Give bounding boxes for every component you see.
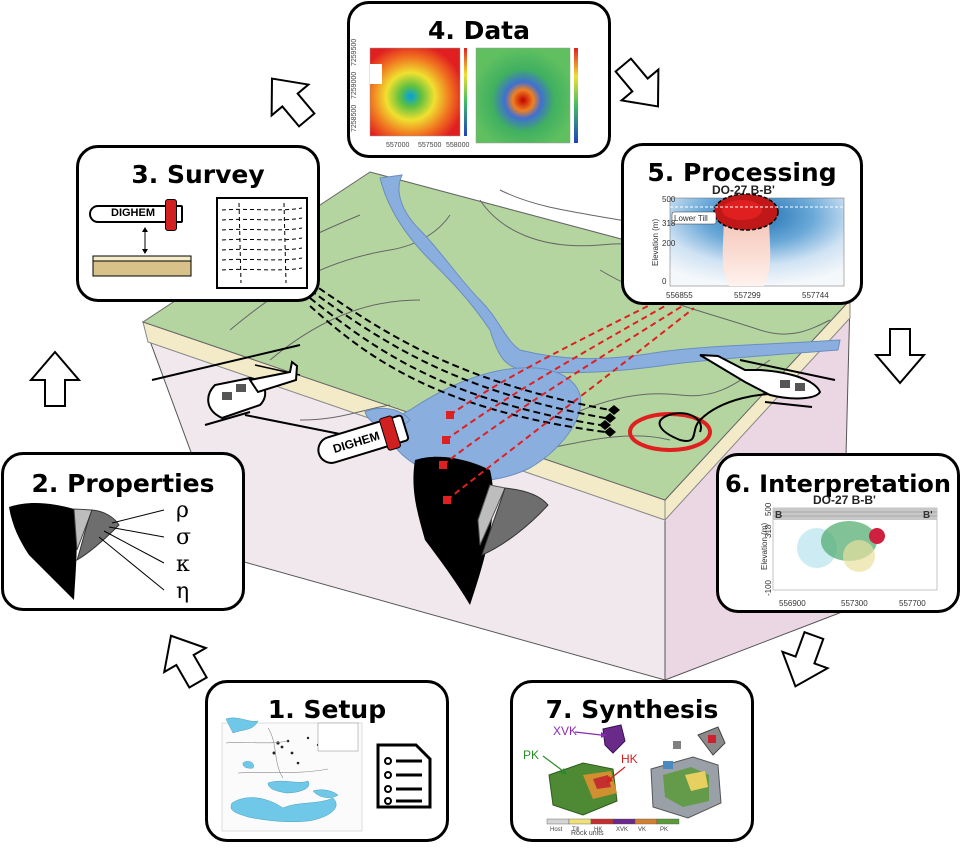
card-survey: 3. Survey DIGHEM [76,145,320,302]
processing-ytick: 500 [662,195,676,204]
interpretation-section-plot: DO-27 B-B' B B' Elevation (m) 500 318 -1… [760,493,938,608]
lower-till-label: Lower Till [674,214,708,223]
legend-swatch-vk [634,818,658,825]
survey-bird-label: DIGHEM [111,207,155,219]
legend-label-xvk: XVK [616,827,628,833]
left-ytick: 7258500 [351,105,358,132]
arrow-1-to-2 [162,634,209,689]
card-data: 4. Data 7259 [347,1,611,158]
processing-xtick: 556855 [666,291,693,300]
pk-label: PK [523,748,539,762]
legend-label-vk: VK [638,827,646,833]
properties-diagram: ρ σ κ η [9,498,191,604]
legend-label-hk: HK [594,827,602,833]
legend-label-pk: PK [660,827,668,833]
right-data-map [475,47,571,144]
kimberlite-pipe-light [477,484,506,546]
interpretation-xtick: 556900 [779,599,806,608]
section-markers [439,411,454,504]
processing-ytick: 318 [662,219,676,228]
legend-swatch-host [546,818,570,825]
card-setup: 1. Setup [205,680,449,842]
arrow-6-to-7 [780,630,830,688]
card-title-data: 4. Data [427,16,531,45]
survey-bird: DIGHEM [89,199,183,231]
setup-map [221,717,432,832]
card-interpretation: 6. Interpretation DO-27 B-B' B B' Elevat… [716,453,960,613]
section-end-label: B' [923,510,933,521]
legend-swatch-pk [656,818,680,825]
survey-bird-red-band [165,199,177,231]
card-title-synthesis: 7. Synthesis [545,695,719,724]
processing-section-lines [442,299,695,501]
processing-xtick: 557299 [734,291,761,300]
arrow-5-to-6 [873,328,927,385]
legend-swatch-hk [590,818,614,825]
section-start-label: B [775,510,782,521]
kimberlite-pipe-grey [481,487,549,556]
rock-units-title: Rock units [571,830,604,837]
card-synthesis: 7. Synthesis XVK PK HK H [510,680,754,842]
card-title-setup: 1. Setup [267,695,387,724]
card-title-properties: 2. Properties [31,469,215,498]
survey-diagram [92,197,308,289]
card-processing: 5. Processing DO-27 B-B' Lower Till Elev… [621,143,863,305]
processing-plot-title: DO-27 B-B' [712,183,775,197]
hk-label: HK [621,752,638,766]
interpretation-xtick: 557700 [899,599,926,608]
xvk-label: XVK [553,724,577,738]
left-xtick: 558000 [446,142,469,149]
tow-cable-right [658,392,801,442]
legend-label-till: Till [572,827,579,833]
interpretation-ylabel: Elevation (m) [760,523,769,570]
left-xtick: 557000 [386,142,409,149]
symbol-susceptibility: κ [176,552,190,577]
checklist-icon [376,743,432,809]
processing-ytick: 200 [662,239,676,248]
left-ytick: 7259000 [351,72,358,99]
symbol-conductivity: σ [176,525,191,550]
synthesis-3d-model: XVK PK HK Host Till HK XVK VK PK Rock units [523,724,726,837]
interpretation-plot-title: DO-27 B-B' [813,493,876,507]
legend-swatch-xvk [612,818,636,825]
flight-line-plan [216,197,308,289]
arrow-2-to-3 [28,350,82,407]
left-data-map [369,47,461,137]
river [379,174,841,374]
card-title-processing: 5. Processing [647,158,837,187]
symbol-density: ρ [176,498,189,523]
interpretation-xtick: 557300 [841,599,868,608]
processing-section-plot: DO-27 B-B' Lower Till Elevation (m) 500 … [651,183,845,300]
kimberlite-pipe-black [413,456,494,605]
legend-label-host: Host [550,827,563,833]
card-title-interpretation: 6. Interpretation [724,470,951,498]
card-properties: 2. Properties ρ σ κ η [1,452,245,611]
card-title-survey: 3. Survey [131,160,265,189]
interpretation-ytick: -100 [764,579,773,596]
processing-xtick: 557744 [802,291,829,300]
legend-swatch-till [568,818,592,825]
arrow-3-to-4 [270,77,316,128]
symbol-chargeability: η [176,579,189,604]
interpretation-ytick: 318 [764,524,773,538]
left-ytick: 7259500 [351,39,358,66]
left-xtick: 557500 [418,142,441,149]
processing-ylabel: Elevation (m) [651,219,660,266]
survey-flight-lines [309,281,611,433]
data-maps: 7259500 7259000 7258500 557000 557500 55… [351,39,578,149]
arrow-4-to-5 [614,57,660,108]
survey-line-end-markers [599,405,620,437]
processing-ytick: 0 [662,277,667,286]
rock-units-legend [546,818,680,825]
interpretation-ytick: 500 [764,502,773,516]
